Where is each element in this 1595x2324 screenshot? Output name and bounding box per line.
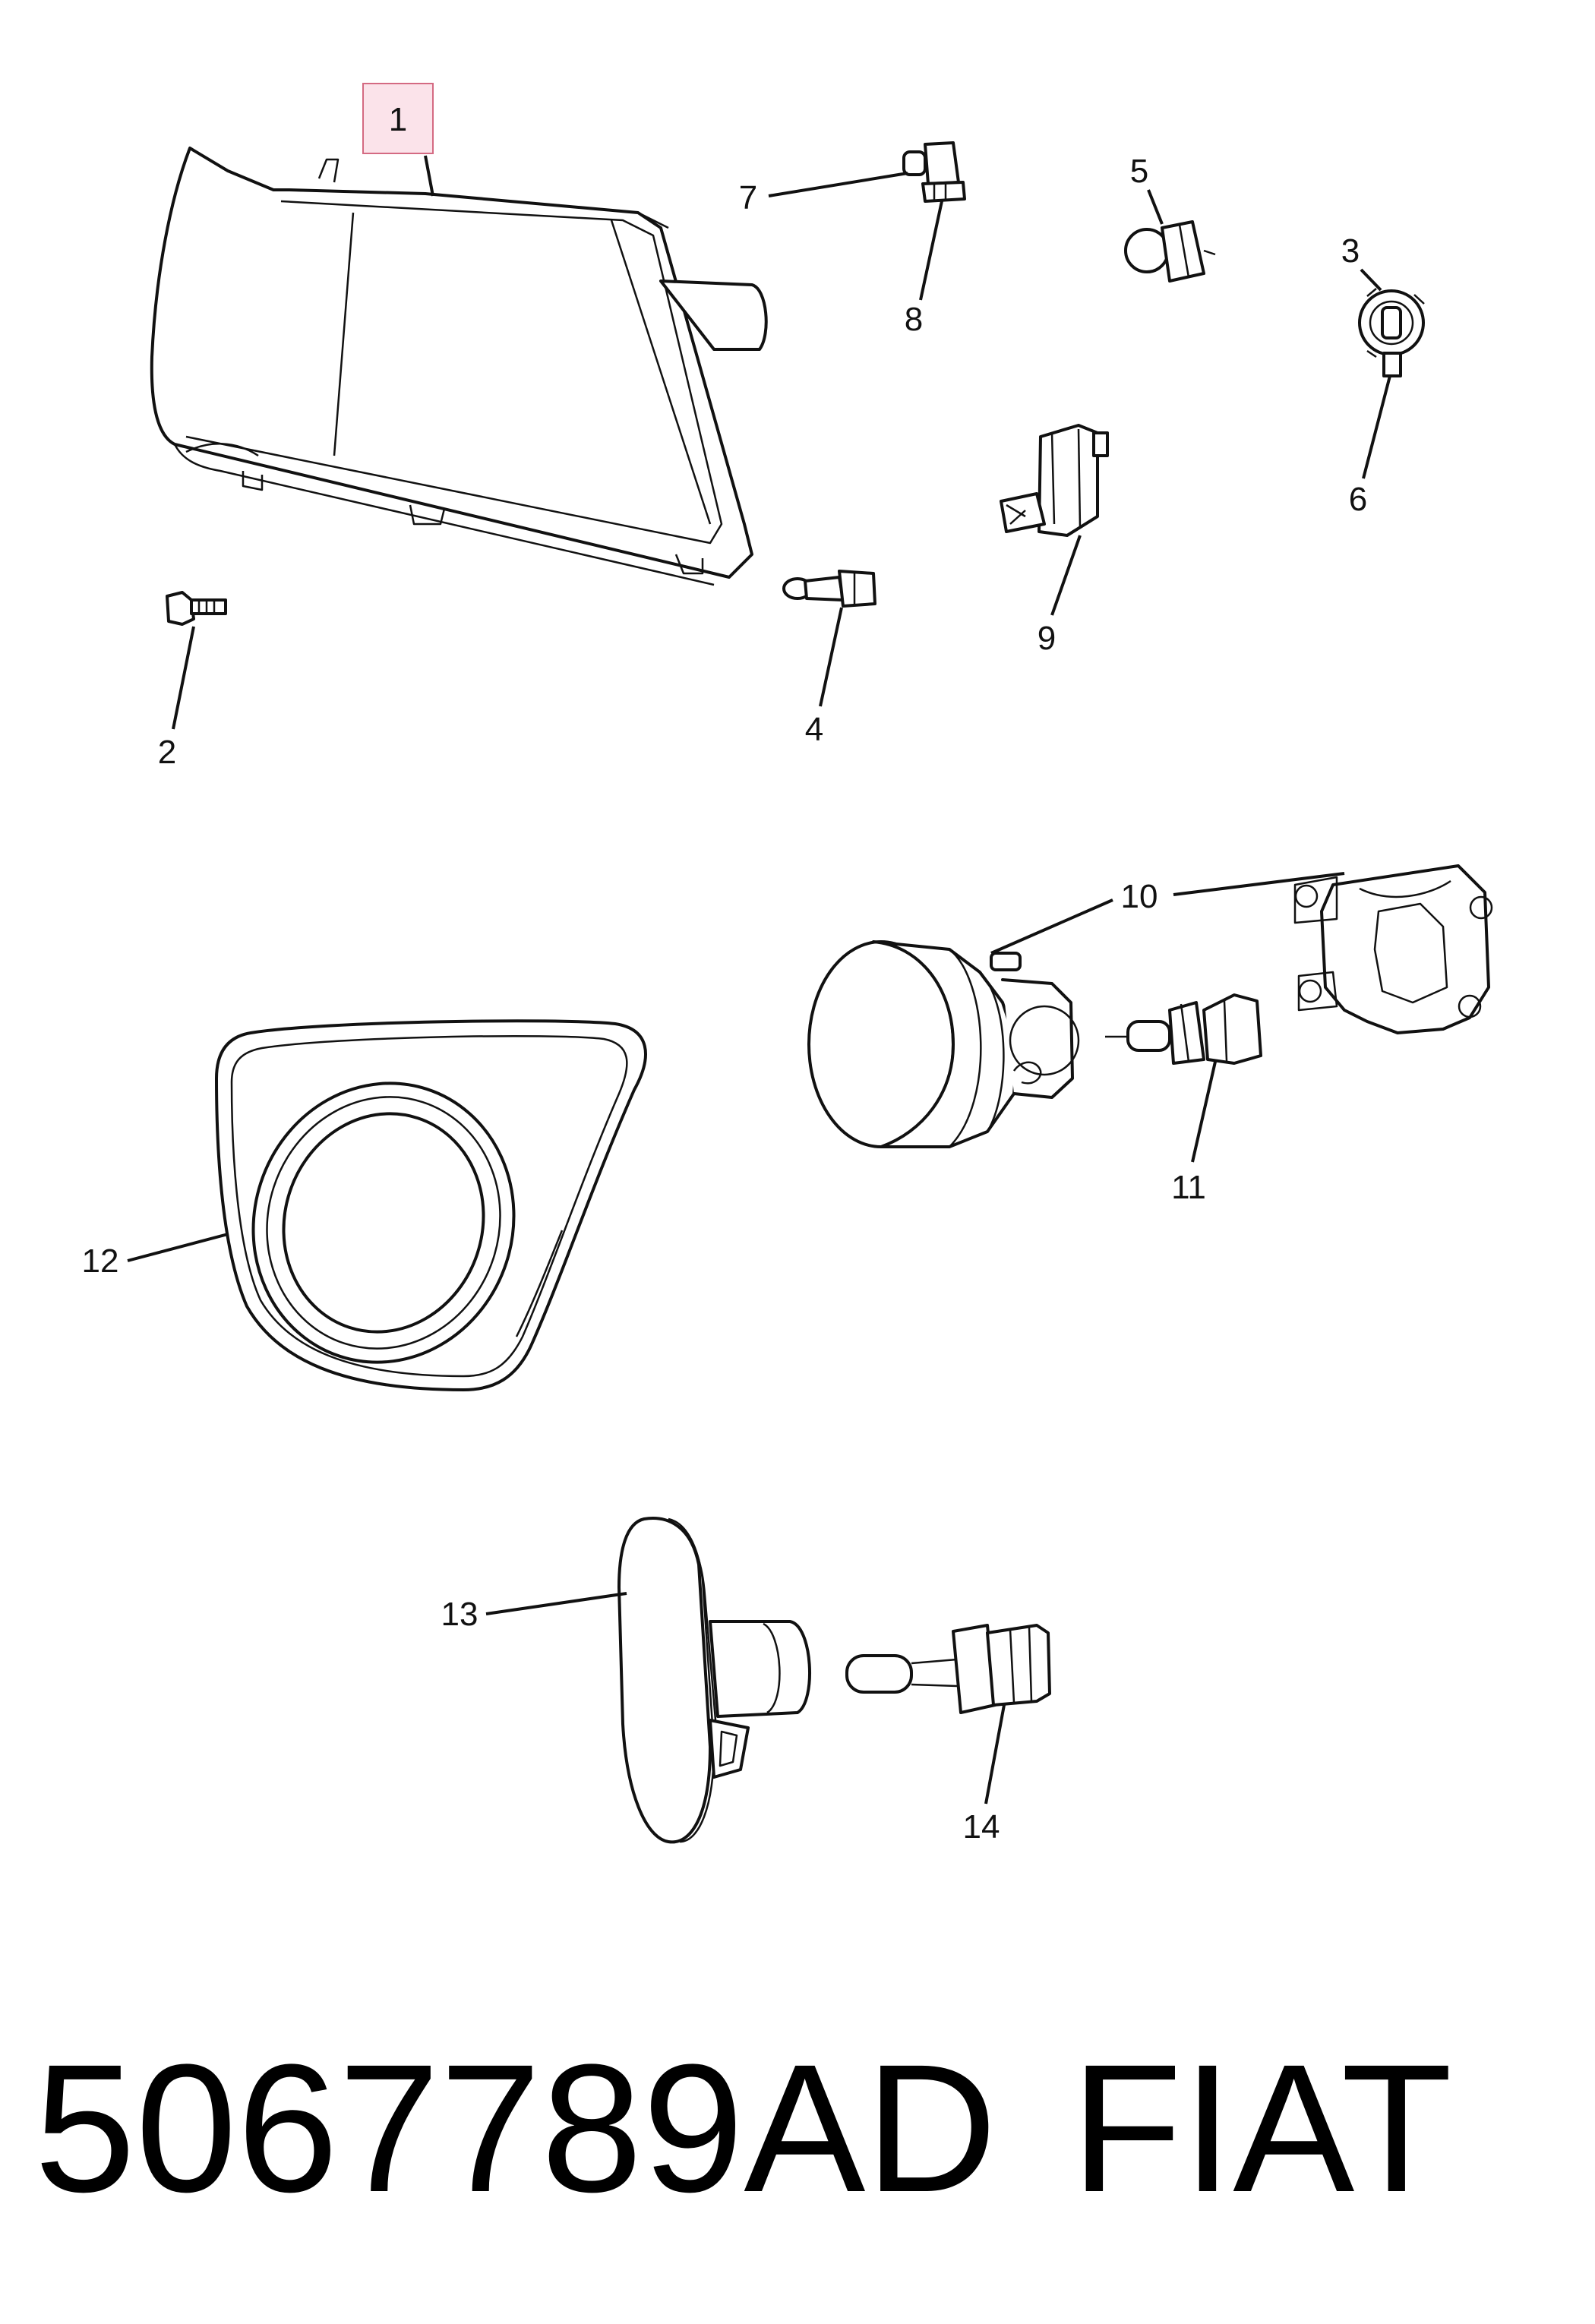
callout-14-label: 14 [963,1808,1000,1846]
leader-line-5 [1147,189,1164,225]
leader-line-1 [424,155,434,197]
leader-line-7 [768,172,908,197]
callout-2-label: 2 [158,734,176,771]
leader-line-6 [1362,375,1391,479]
leader-line-8 [919,201,943,301]
marker-bulb-part [845,1624,1051,1714]
callout-9-label: 9 [1038,620,1056,657]
callout-10-label: 10 [1121,878,1158,915]
fog-bulb-part [1105,993,1262,1065]
callout-4-label: 4 [805,711,823,748]
leader-line-9 [1050,535,1082,616]
round-bulb-part [1124,220,1216,283]
leader-line-14 [984,1704,1006,1805]
side-marker-lamp [617,1517,811,1844]
callout-1-label: 1 [389,101,407,138]
callout-7-label: 7 [739,179,757,216]
leader-line-13 [485,1592,627,1615]
headlamp-bulb-part [1358,288,1425,377]
leader-line-2 [172,626,195,730]
callout-5-label: 5 [1130,153,1148,190]
brand-name: FIAT [1071,2026,1452,2230]
leader-line-11 [1191,1061,1217,1163]
leader-line-3 [1360,268,1382,292]
leader-line-12 [127,1233,229,1262]
socket-part [1000,424,1109,537]
headlamp-assembly [150,147,768,586]
screw-part [166,591,227,626]
fog-lamp-part [807,940,1080,1148]
callout-13-label: 13 [441,1596,478,1633]
part-number: 5067789AD [34,2026,997,2230]
callout-3-label: 3 [1341,232,1360,270]
callout-12-label: 12 [82,1243,119,1280]
leader-line-4 [819,607,843,707]
callout-8-label: 8 [905,301,923,338]
leader-line-10a [990,898,1113,955]
callout-1-highlight [362,83,434,154]
callout-6-label: 6 [1349,481,1367,518]
fog-lamp-bezel [215,1019,647,1391]
fog-lamp-bracket [1293,864,1493,1034]
small-bulb-part [902,141,966,203]
wedge-bulb-part [782,570,876,608]
callout-11-label: 11 [1171,1169,1206,1206]
leader-line-10b [1173,872,1345,896]
